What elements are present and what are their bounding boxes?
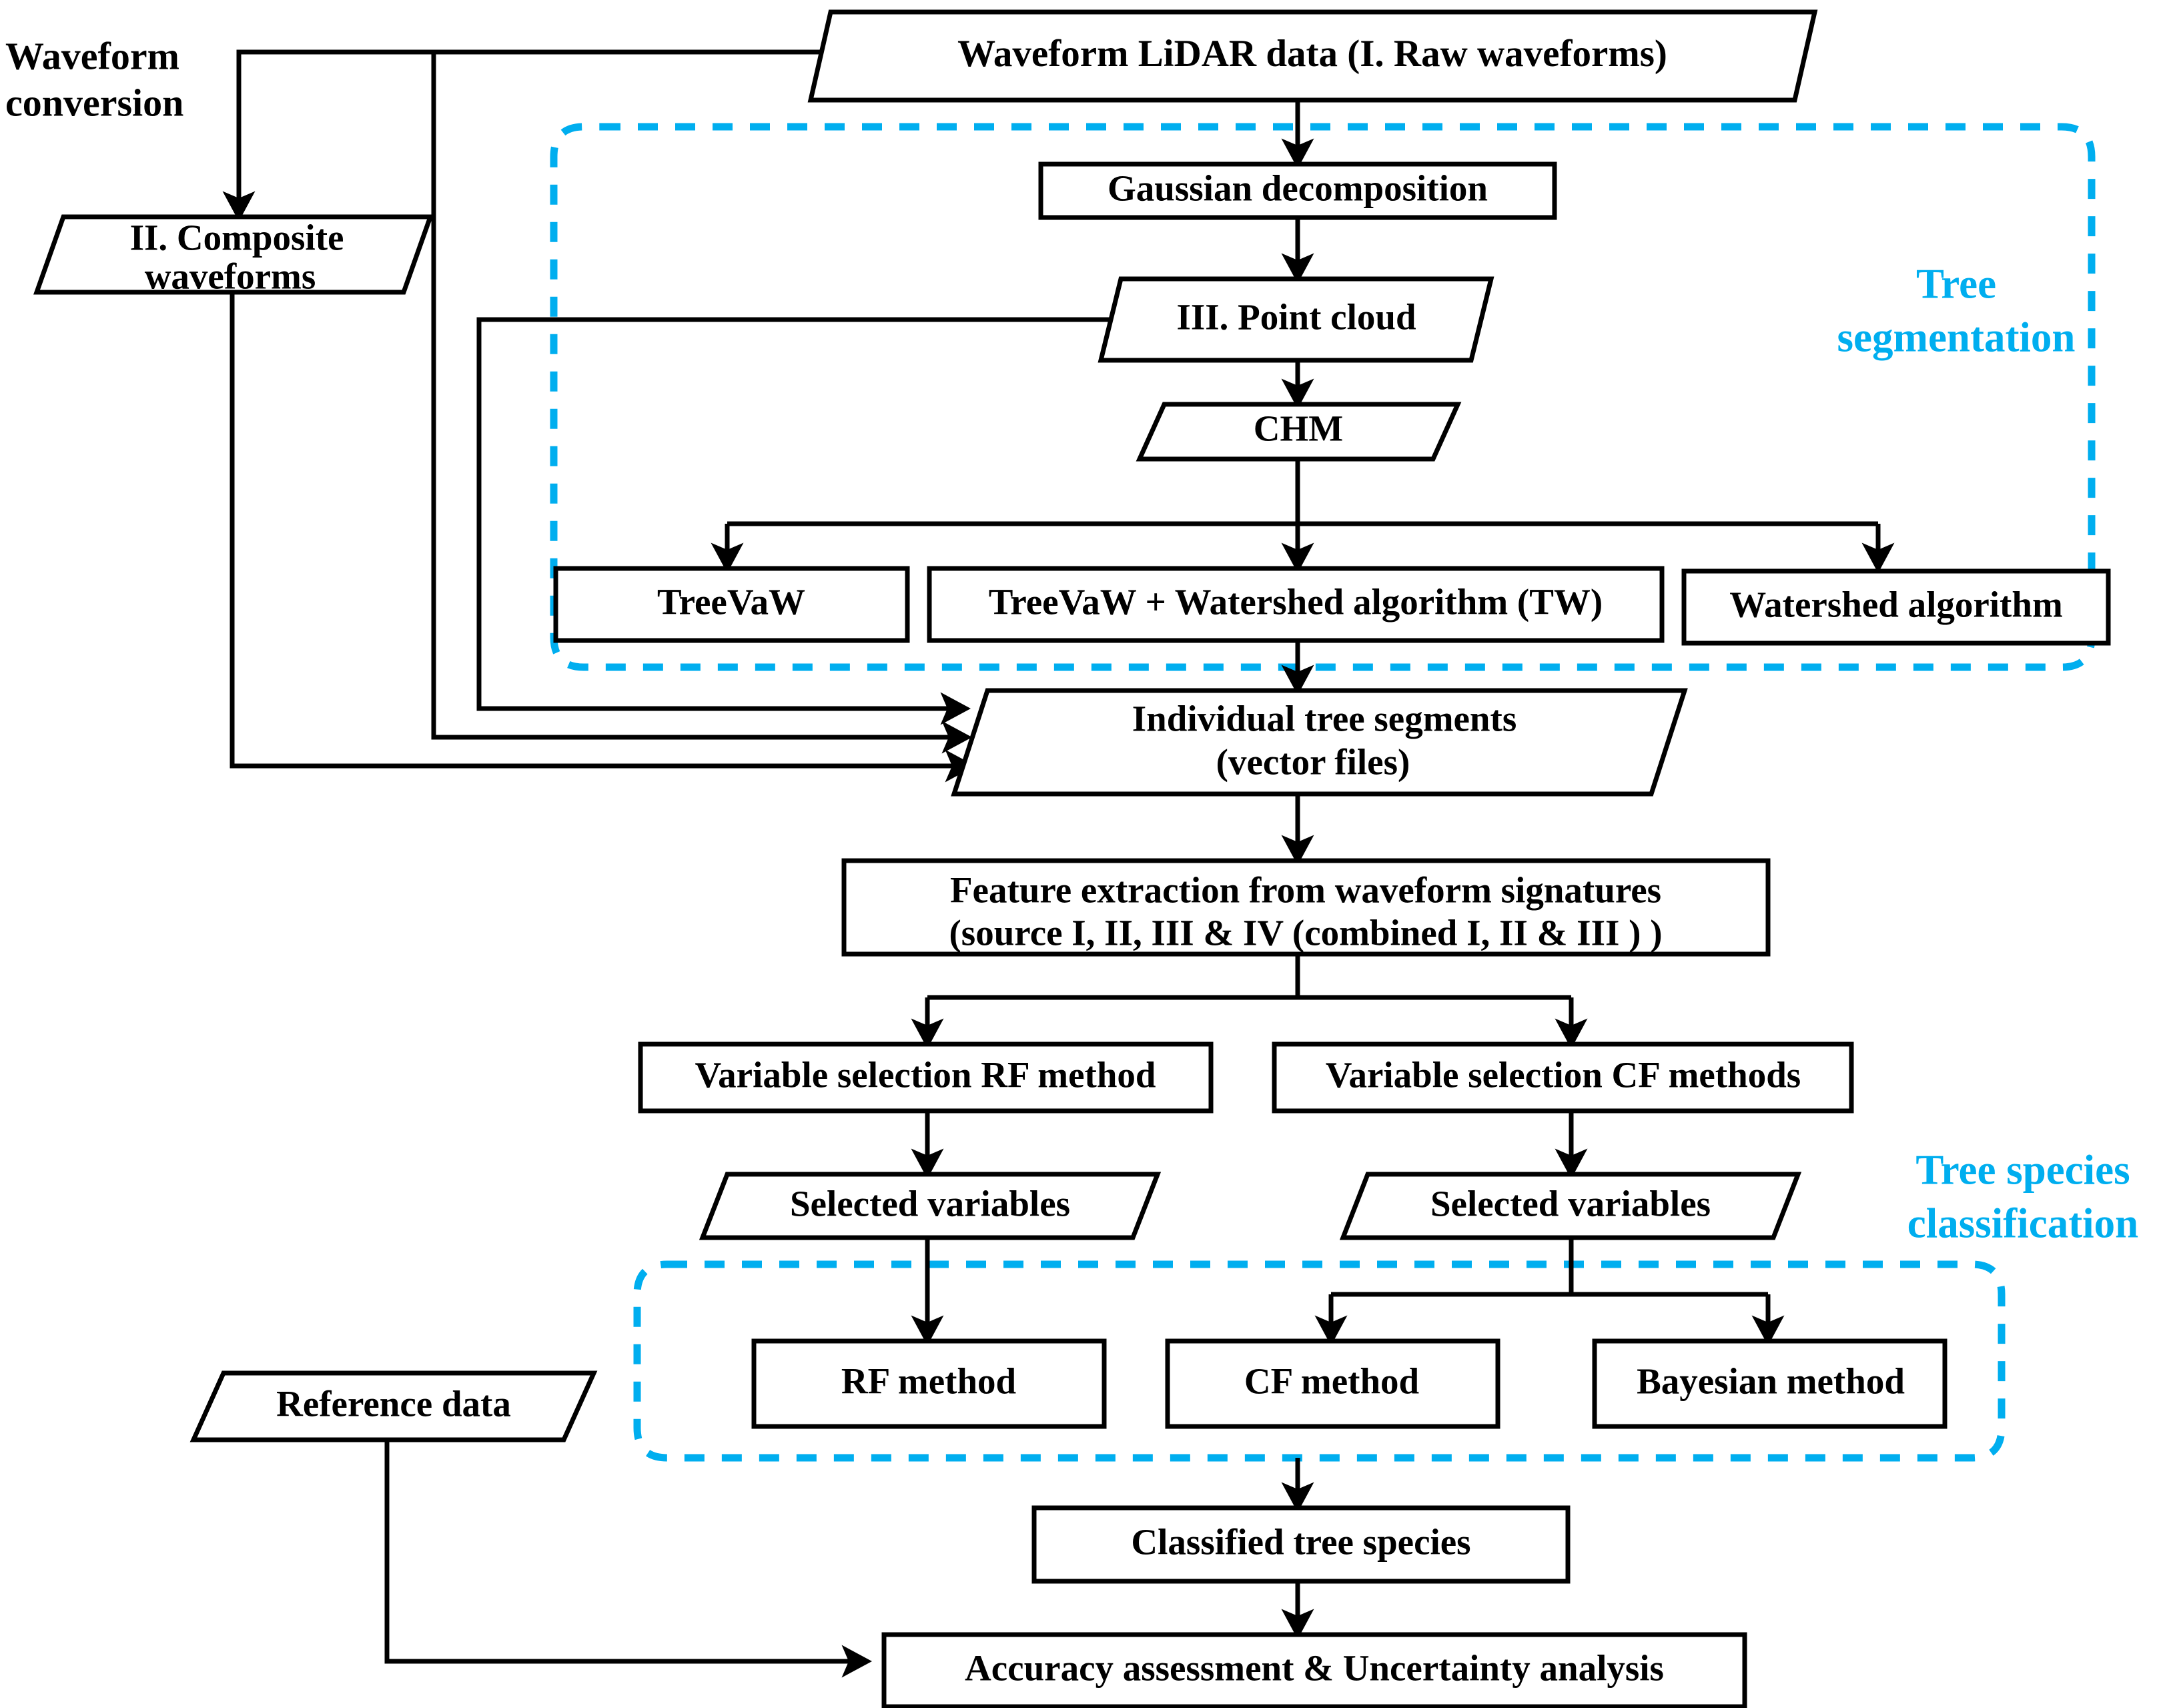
node-treevaw-watershed[interactable]: TreeVaW + Watershed algorithm (TW) [927, 566, 1665, 643]
node-treevaw[interactable]: TreeVaW [553, 566, 910, 643]
node-rf-method[interactable]: RF method [751, 1338, 1107, 1429]
node-treevaw-watershed-label: TreeVaW + Watershed algorithm (TW) [989, 582, 1603, 622]
node-watershed-label: Watershed algorithm [1729, 584, 2063, 625]
node-bayesian-method-label: Bayesian method [1637, 1361, 1905, 1402]
node-variable-selection-cf-label: Variable selection CF methods [1326, 1055, 1801, 1096]
label-tree-species-classification: Tree species classification [1907, 1146, 2138, 1246]
node-classified-tree-species[interactable]: Classified tree species [1031, 1505, 1571, 1584]
label-waveform-conversion-line2: conversion [5, 81, 183, 124]
node-selected-variables-rf[interactable]: Selected variables [699, 1172, 1162, 1240]
group-tree-species-classification [633, 1260, 2006, 1462]
node-individual-tree-segments-label-line1: Individual tree segments [1132, 699, 1517, 739]
node-chm-label: CHM [1254, 408, 1343, 449]
connector-selected-to-cf-bayes-bus [1331, 1238, 1768, 1297]
node-variable-selection-rf[interactable]: Variable selection RF method [638, 1041, 1214, 1114]
node-individual-tree-segments-label-line2: (vector files) [1216, 742, 1410, 783]
node-reference-data-label: Reference data [276, 1384, 511, 1424]
connector-chm-fanout-bus [727, 459, 1878, 526]
connector-composite-to-segments [230, 292, 975, 783]
node-feature-extraction-label-line1: Feature extraction from waveform signatu… [950, 870, 1661, 911]
node-point-cloud-label: III. Point cloud [1176, 297, 1416, 338]
node-classified-tree-species-label: Classified tree species [1131, 1522, 1470, 1563]
label-tree-segmentation-line2: segmentation [1837, 314, 2076, 360]
node-point-cloud[interactable]: III. Point cloud [1098, 276, 1494, 363]
connector-pointcloud-to-segments [476, 317, 1121, 725]
connector-feature-split-bus [927, 954, 1571, 1000]
node-accuracy-assessment-label: Accuracy assessment & Uncertainty analys… [965, 1648, 1664, 1689]
connector-raw-to-composite [222, 49, 831, 222]
connector-reference-to-accuracy [384, 1440, 872, 1678]
node-bayesian-method[interactable]: Bayesian method [1592, 1338, 1947, 1429]
node-cf-method-label: CF method [1244, 1361, 1419, 1402]
label-tree-species-line2: classification [1907, 1200, 2138, 1246]
group-tree-segmentation [550, 123, 2096, 671]
node-individual-tree-segments[interactable]: Individual tree segments (vector files) [951, 688, 1688, 797]
node-composite-waveforms-label-line1: II. Composite [130, 218, 344, 258]
connector-raw-to-segments [431, 49, 972, 754]
node-selected-variables-cf[interactable]: Selected variables [1339, 1172, 1802, 1240]
node-watershed[interactable]: Watershed algorithm [1681, 568, 2111, 646]
node-raw-waveforms-label: Waveform LiDAR data (I. Raw waveforms) [957, 33, 1667, 75]
node-variable-selection-cf[interactable]: Variable selection CF methods [1272, 1041, 1854, 1114]
node-composite-waveforms-label-line2: waveforms [145, 256, 316, 297]
node-chm[interactable]: CHM [1136, 402, 1462, 462]
node-treevaw-label: TreeVaW [657, 582, 805, 622]
label-tree-segmentation-line1: Tree [1916, 260, 1996, 307]
label-tree-segmentation: Tree segmentation [1837, 260, 2076, 360]
node-rf-method-label: RF method [841, 1361, 1016, 1402]
node-variable-selection-rf-label: Variable selection RF method [695, 1055, 1156, 1096]
node-reference-data[interactable]: Reference data [189, 1370, 598, 1442]
node-feature-extraction[interactable]: Feature extraction from waveform signatu… [841, 858, 1771, 957]
node-selected-variables-rf-label: Selected variables [790, 1184, 1070, 1224]
node-feature-extraction-label-line2: (source I, II, III & IV (combined I, II … [949, 913, 1662, 953]
node-gaussian-decomposition-label: Gaussian decomposition [1108, 168, 1488, 209]
label-waveform-conversion: Waveform conversion [5, 34, 183, 124]
label-waveform-conversion-line1: Waveform [5, 34, 179, 77]
label-tree-species-line1: Tree species [1915, 1146, 2130, 1193]
node-raw-waveforms[interactable]: Waveform LiDAR data (I. Raw waveforms) [807, 9, 1818, 103]
node-gaussian-decomposition[interactable]: Gaussian decomposition [1038, 161, 1557, 220]
node-cf-method[interactable]: CF method [1165, 1338, 1500, 1429]
node-accuracy-assessment[interactable]: Accuracy assessment & Uncertainty analys… [881, 1632, 1747, 1708]
node-selected-variables-cf-label: Selected variables [1430, 1184, 1711, 1224]
node-composite-waveforms[interactable]: II. Composite waveforms [33, 214, 434, 297]
